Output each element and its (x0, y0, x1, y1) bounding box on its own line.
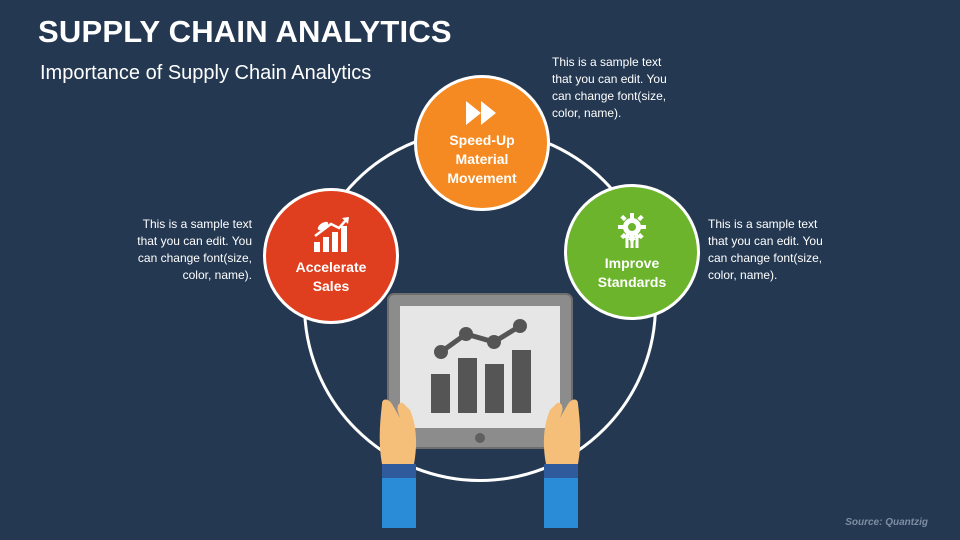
note-top: This is a sample text that you can edit.… (552, 55, 667, 120)
source-credit: Source: Quantzig (845, 517, 928, 528)
rocket-growth-chart-icon (311, 216, 351, 254)
gear-arrows-up-icon (613, 212, 651, 250)
slide-subtitle: Importance of Supply Chain Analytics (40, 62, 372, 84)
tablet-chart-hands-icon (370, 292, 590, 540)
circle-label: Improve Standards (597, 255, 667, 290)
circle-improve-standards: Improve Standards (564, 184, 700, 320)
note-right: This is a sample text that you can edit.… (708, 217, 823, 282)
circle-label: Accelerate Sales (295, 259, 367, 294)
circle-speed-up: Speed-Up Material Movement (414, 75, 550, 211)
circle-accelerate-sales: Accelerate Sales (263, 188, 399, 324)
circle-label: Speed-Up Material Movement (447, 131, 517, 186)
fast-forward-icon (464, 99, 500, 127)
note-left: This is a sample text that you can edit.… (137, 217, 252, 282)
slide-title: SUPPLY CHAIN ANALYTICS (38, 14, 452, 49)
